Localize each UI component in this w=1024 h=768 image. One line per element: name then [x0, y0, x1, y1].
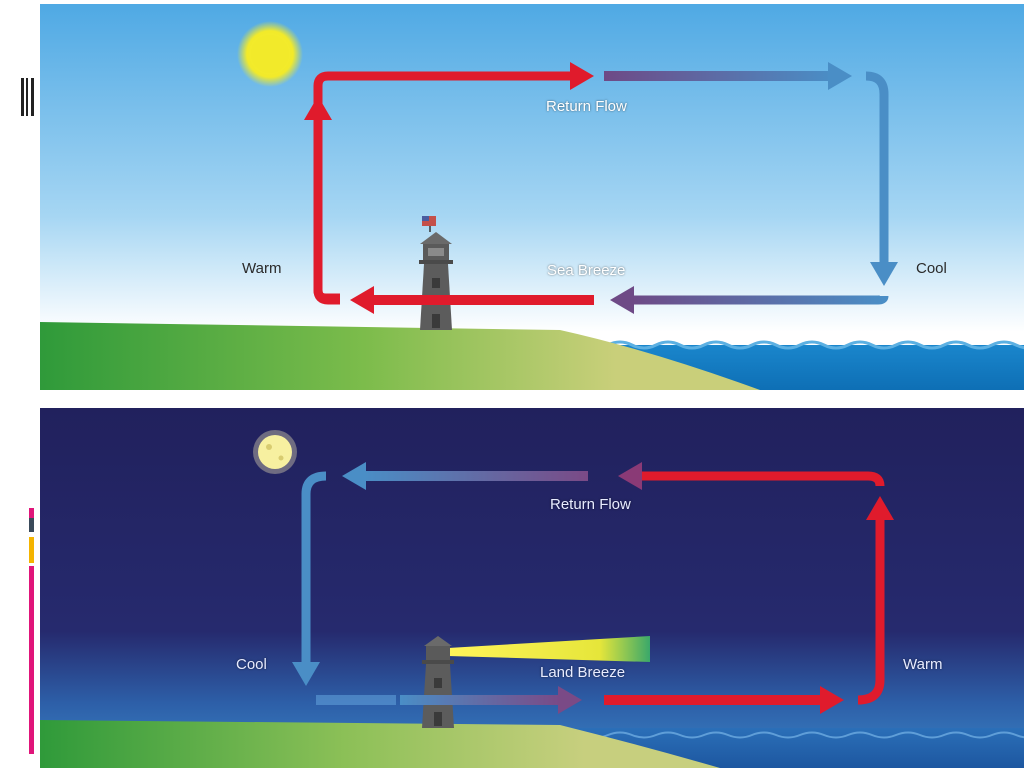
- night-panel: [40, 408, 1024, 768]
- night-land-breeze-label: Land Breeze: [540, 664, 626, 681]
- day-sea-breeze-label: Sea Breeze: [547, 262, 626, 279]
- day-land: [40, 322, 760, 390]
- lighthouse-beam: [448, 636, 650, 662]
- night-return-flow-arrowhead: [618, 462, 642, 490]
- night-cool-label: Cool: [236, 656, 267, 673]
- day-cool-label: Cool: [916, 260, 947, 277]
- night-land: [40, 720, 720, 768]
- day-return-flow-arrow: [604, 71, 832, 81]
- day-return-flow-arrowhead-1: [570, 62, 594, 90]
- night-return-flow-label: Return Flow: [550, 496, 631, 513]
- day-sea-breeze-arrow: [372, 295, 594, 305]
- night-warm-rising-arrow: [857, 520, 885, 705]
- night-warm-label: Warm: [903, 656, 943, 673]
- day-return-flow-label: Return Flow: [546, 98, 627, 115]
- slide-left-marks: [21, 78, 34, 754]
- night-land-breeze-arrow: [400, 695, 560, 705]
- day-sea-breeze-arrowhead: [610, 286, 634, 314]
- night-sky: [40, 408, 1024, 768]
- night-circulation-arrows: [292, 462, 894, 714]
- day-warm-label: Warm: [242, 260, 282, 277]
- night-return-flow-arrow: [364, 471, 588, 481]
- night-cool-sinking-arrow: [301, 471, 327, 662]
- day-cool-sinking-arrow: [865, 71, 889, 262]
- day-panel: [40, 4, 1024, 390]
- day-circulation-arrows: [304, 62, 898, 314]
